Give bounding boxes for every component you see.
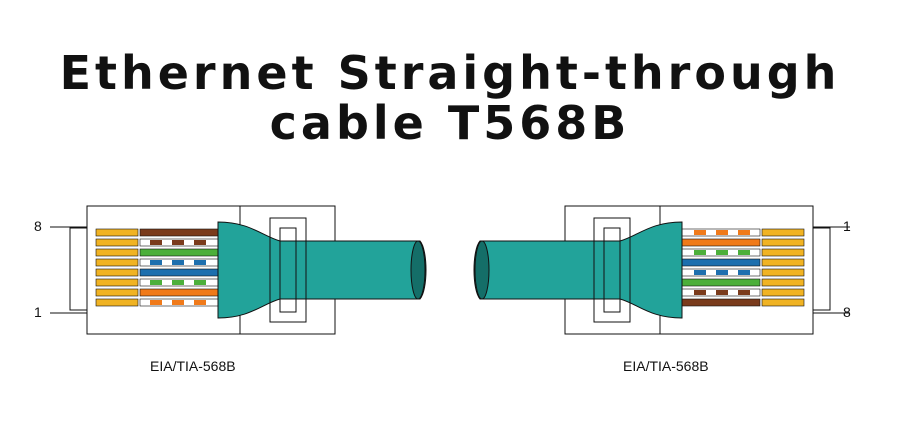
left-cable-end <box>410 240 426 300</box>
left-wire-stripe <box>172 280 184 285</box>
right-wire-stripe <box>738 270 750 275</box>
right-wire-stripe <box>738 290 750 295</box>
right-pin-8 <box>761 298 805 307</box>
right-wire-stripe <box>738 230 750 235</box>
left-pin-2 <box>95 238 139 247</box>
right-latch-inner <box>603 227 621 313</box>
right-pin-bottom-label: 8 <box>843 304 851 320</box>
left-pin-1 <box>95 228 139 237</box>
right-wire-stripe <box>694 250 706 255</box>
right-wire-stripe <box>716 230 728 235</box>
right-pin-1 <box>761 228 805 237</box>
left-wire-orange <box>139 288 221 297</box>
right-wire-brown <box>679 298 761 307</box>
diagram-title-line-2: cable T568B <box>269 96 631 150</box>
right-pin-top-label: 1 <box>843 218 851 234</box>
left-wire-stripe <box>150 240 162 245</box>
left-pin-bottom-label: 1 <box>34 304 42 320</box>
right-wire-stripe <box>694 270 706 275</box>
left-wire-stripe <box>172 240 184 245</box>
left-wire-stripe <box>150 280 162 285</box>
right-pin-5 <box>761 268 805 277</box>
left-wire-stripe <box>172 260 184 265</box>
right-wire-stripe <box>716 290 728 295</box>
left-pin-8 <box>95 298 139 307</box>
left-wire-stripe <box>172 300 184 305</box>
left-wire-blue <box>139 268 221 277</box>
right-wire-stripe <box>716 250 728 255</box>
right-pin-7 <box>761 288 805 297</box>
right-contact-bracket <box>813 227 831 311</box>
left-pin-7 <box>95 288 139 297</box>
left-pin-3 <box>95 248 139 257</box>
right-standard-label: EIA/TIA-568B <box>623 358 709 374</box>
left-wire-stripe <box>194 240 206 245</box>
left-pin-top-label: 8 <box>34 218 42 234</box>
left-wire-stripe <box>194 300 206 305</box>
right-pin-6 <box>761 278 805 287</box>
right-pin-3 <box>761 248 805 257</box>
left-pin-4 <box>95 258 139 267</box>
left-connector <box>50 205 427 335</box>
left-latch-outer <box>269 217 307 323</box>
right-wire-stripe <box>716 270 728 275</box>
left-pin-5 <box>95 268 139 277</box>
left-wire-stripe <box>150 300 162 305</box>
left-wire-brown <box>139 228 221 237</box>
right-pin-2 <box>761 238 805 247</box>
left-wire-stripe <box>150 260 162 265</box>
left-standard-label: EIA/TIA-568B <box>150 358 236 374</box>
right-wire-stripe <box>694 230 706 235</box>
right-cable-end <box>474 240 490 300</box>
left-contact-bracket <box>69 227 87 311</box>
right-connector <box>473 205 850 335</box>
diagram-title-line-1: Ethernet Straight-through <box>59 46 841 100</box>
left-pin-6 <box>95 278 139 287</box>
left-wire-stripe <box>194 280 206 285</box>
right-latch-outer <box>593 217 631 323</box>
right-wire-stripe <box>738 250 750 255</box>
right-wire-green <box>679 278 761 287</box>
right-wire-blue <box>679 258 761 267</box>
left-wire-stripe <box>194 260 206 265</box>
left-wire-green <box>139 248 221 257</box>
left-latch-inner <box>279 227 297 313</box>
right-wire-orange <box>679 238 761 247</box>
right-pin-4 <box>761 258 805 267</box>
right-wire-stripe <box>694 290 706 295</box>
